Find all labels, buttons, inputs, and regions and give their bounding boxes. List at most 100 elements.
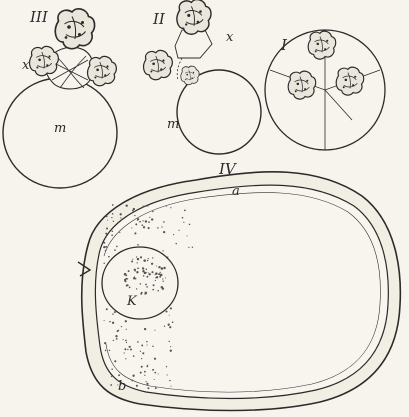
nucleus-granule [142, 267, 144, 269]
stipple-dot [134, 215, 135, 216]
stipple-dot [141, 358, 142, 359]
nucleus-granule [137, 267, 139, 269]
nucleus-granule [157, 290, 159, 292]
nucleus-granule [136, 256, 137, 257]
nucleus-granule [132, 259, 133, 260]
nucleus-granule [134, 276, 135, 277]
nucleus-granule [159, 276, 161, 278]
stipple-dot [126, 342, 127, 343]
stipple-dot [114, 249, 116, 251]
stipple-dot [142, 220, 143, 221]
stipple-dot [133, 355, 135, 357]
stipple-dot [154, 372, 156, 374]
stipple-dot [169, 315, 170, 316]
label-k: K [127, 295, 137, 308]
stipple-dot [162, 250, 163, 251]
stipple-dot [146, 365, 148, 367]
nucleus-granule [160, 272, 161, 273]
nucleus-granule [163, 267, 165, 269]
stipple-dot [169, 326, 171, 328]
stipple-dot [139, 221, 141, 223]
label-a: a [232, 185, 240, 198]
stipple-dot [172, 321, 174, 323]
stipple-dot [142, 206, 144, 208]
stipple-dot [163, 221, 165, 223]
nucleus-granule [156, 276, 158, 278]
stipple-dot [154, 330, 155, 331]
stipple-dot [141, 344, 143, 346]
stipple-dot [183, 222, 184, 223]
stipple-dot [105, 233, 107, 235]
stipple-dot [137, 244, 139, 246]
stipple-dot [126, 329, 127, 330]
stipple-dot [142, 352, 144, 354]
nucleus-granule [165, 277, 166, 278]
nucleus-granule [162, 288, 164, 290]
stipple-dot [120, 217, 121, 218]
stipple-dot [182, 217, 184, 219]
nucleus-granule [149, 273, 151, 275]
stipple-dot [170, 350, 172, 352]
stipple-dot [112, 213, 114, 215]
stipple-dot [146, 341, 147, 342]
stipple-dot [119, 232, 120, 233]
panel-label-i: I [281, 38, 287, 53]
stipple-dot [137, 220, 138, 221]
nucleus-granule [151, 263, 153, 265]
nucleus-granule [136, 271, 138, 273]
stipple-dot [157, 227, 159, 229]
stipple-dot [187, 235, 188, 236]
vesicle-ii-small [181, 66, 199, 85]
stipple-dot [154, 379, 155, 380]
nucleus-granule [143, 275, 145, 277]
stipple-dot [168, 324, 170, 326]
stipple-dot [105, 350, 107, 352]
vesicle-ii-top [177, 0, 211, 34]
stipple-dot [171, 386, 172, 387]
nucleus-granule [137, 258, 139, 260]
stipple-dot [133, 208, 135, 210]
stipple-dot [116, 338, 118, 340]
nucleus-granule [146, 286, 148, 288]
nucleus-granule [131, 261, 133, 263]
stipple-dot [167, 374, 168, 375]
stipple-dot [144, 375, 145, 376]
stipple-dot [129, 346, 131, 348]
stipple-dot [145, 220, 147, 222]
stipple-dot [165, 310, 167, 312]
panel-label-iv: IV [219, 162, 236, 177]
stipple-dot [152, 369, 154, 371]
label-b: b [118, 380, 126, 393]
stipple-dot [147, 345, 148, 346]
stipple-dot [170, 307, 172, 309]
stipple-dot [125, 358, 126, 359]
stipple-dot [149, 217, 150, 218]
stipple-dot [144, 371, 146, 373]
stipple-dot [132, 375, 134, 377]
stipple-dot [111, 217, 112, 218]
stipple-dot [117, 330, 119, 332]
figure-iv [78, 172, 400, 411]
stipple-dot [147, 205, 149, 207]
nucleus-granule [140, 256, 142, 258]
stipple-dot [114, 360, 116, 362]
stipple-dot [143, 226, 145, 228]
stipple-dot [178, 230, 179, 231]
nucleus-granule [135, 270, 136, 271]
nucleus-granule [137, 262, 138, 263]
stipple-dot [141, 366, 143, 368]
nucleus-granule [153, 284, 155, 286]
stipple-dot [127, 349, 128, 350]
stipple-dot [106, 227, 108, 229]
nucleus-granule [152, 257, 153, 258]
nucleus-granule [161, 267, 164, 270]
stipple-dot [166, 366, 167, 367]
stipple-dot [126, 205, 128, 207]
nucleus-granule [143, 259, 146, 262]
nucleus-granule [141, 292, 143, 294]
vesicle-iii-left [30, 46, 59, 75]
nucleus-granule [163, 281, 164, 282]
nucleus-granule [158, 273, 160, 275]
figure-iii [3, 9, 117, 188]
